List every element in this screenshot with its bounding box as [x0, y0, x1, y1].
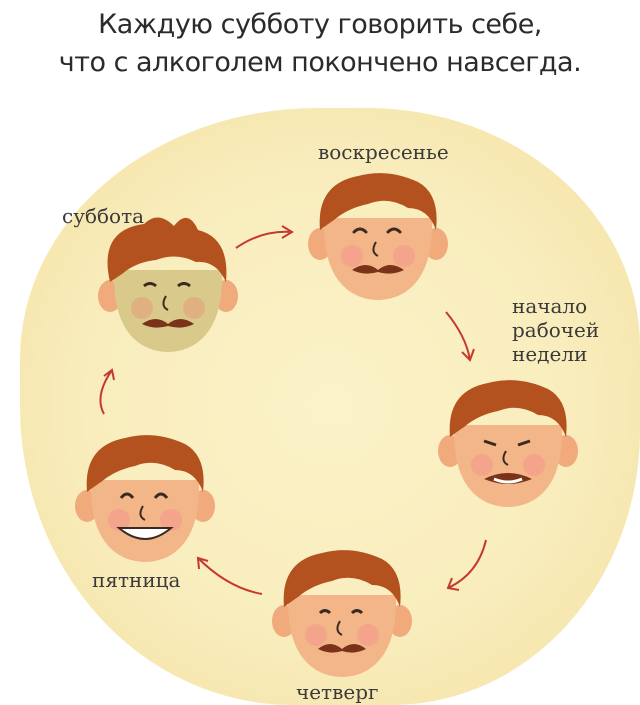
face-monday	[438, 380, 578, 507]
label-monday: начало рабочей недели	[512, 294, 599, 366]
face-sunday	[308, 173, 448, 300]
label-saturday: суббота	[62, 204, 145, 228]
face-friday	[75, 435, 215, 562]
page-title: Каждую субботу говорить себе, что с алко…	[0, 6, 640, 82]
label-monday-line-1: начало	[512, 294, 588, 318]
label-monday-line-3: недели	[512, 342, 588, 366]
arrow-sunday-to-monday	[445, 311, 475, 362]
label-monday-line-2: рабочей	[512, 318, 600, 342]
title-line-2: что с алкоголем покончено навсегда.	[58, 47, 582, 78]
arrow-monday-to-thursday	[446, 539, 487, 591]
arrow-saturday-to-sunday	[235, 225, 294, 249]
face-thursday	[272, 550, 412, 677]
arrow-friday-to-saturday	[99, 368, 115, 415]
face-saturday	[98, 217, 238, 352]
label-thursday: четверг	[296, 680, 379, 704]
label-sunday: воскресенье	[318, 140, 449, 164]
arrow-thursday-to-friday	[196, 556, 263, 595]
title-line-1: Каждую субботу говорить себе,	[98, 9, 542, 40]
label-friday: пятница	[92, 568, 181, 592]
